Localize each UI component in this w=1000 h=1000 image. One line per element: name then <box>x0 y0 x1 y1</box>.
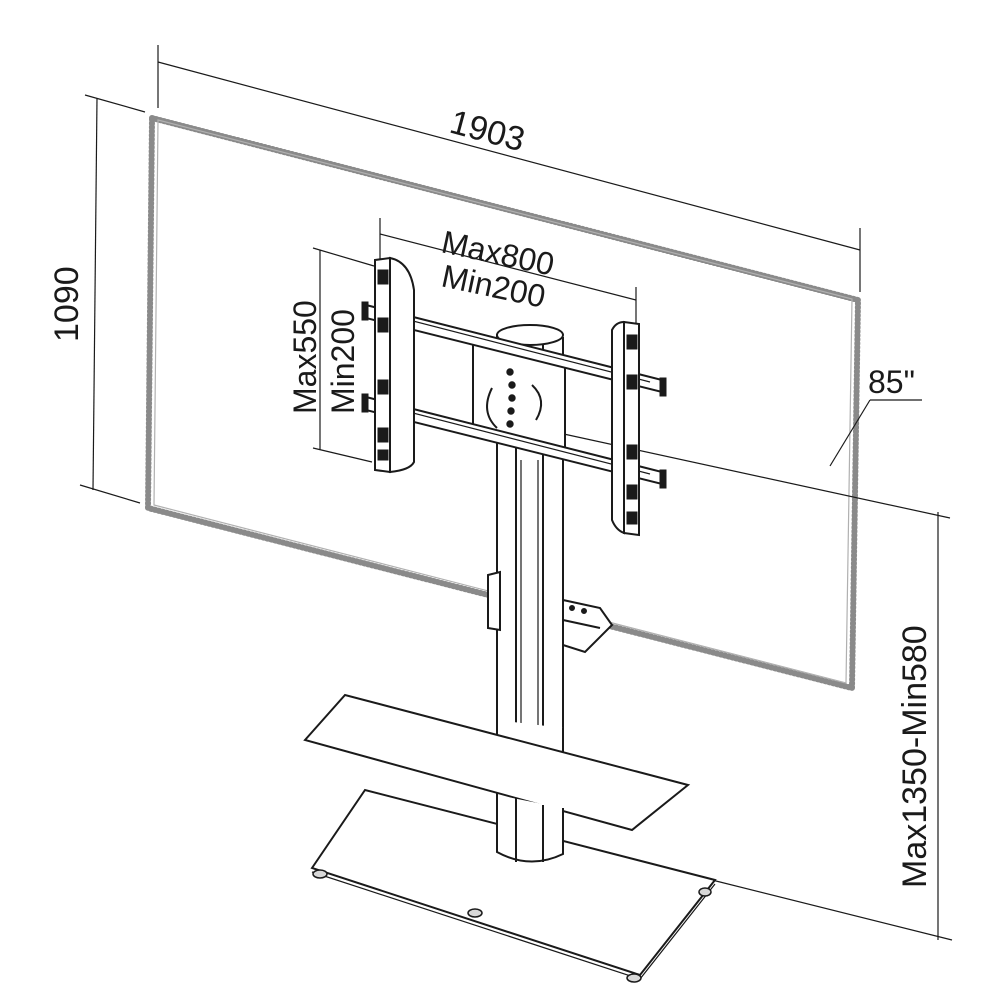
screen-size-label: 85" <box>868 364 915 400</box>
vesa-vertical-dimension <box>312 247 375 463</box>
tv-screen-outline <box>144 114 862 692</box>
right-bracket-arm <box>611 320 640 537</box>
height-label: 1090 <box>48 266 86 342</box>
vesa-vertical-min-label: Min200 <box>325 309 361 414</box>
upper-glass-shelf <box>303 693 691 832</box>
rail-bolts <box>361 301 667 489</box>
vesa-vertical-max-label: Max550 <box>287 300 323 414</box>
height-range-label: Max1350-Min580 <box>896 625 934 888</box>
screen-size-leader <box>829 399 922 467</box>
glass-base <box>310 788 717 983</box>
height-dimension <box>79 94 146 504</box>
left-bracket-arm <box>374 256 415 474</box>
device-bracket <box>487 570 614 654</box>
width-label: 1903 <box>446 103 529 159</box>
stand-column-lower <box>496 795 564 863</box>
width-dimension <box>157 45 861 292</box>
